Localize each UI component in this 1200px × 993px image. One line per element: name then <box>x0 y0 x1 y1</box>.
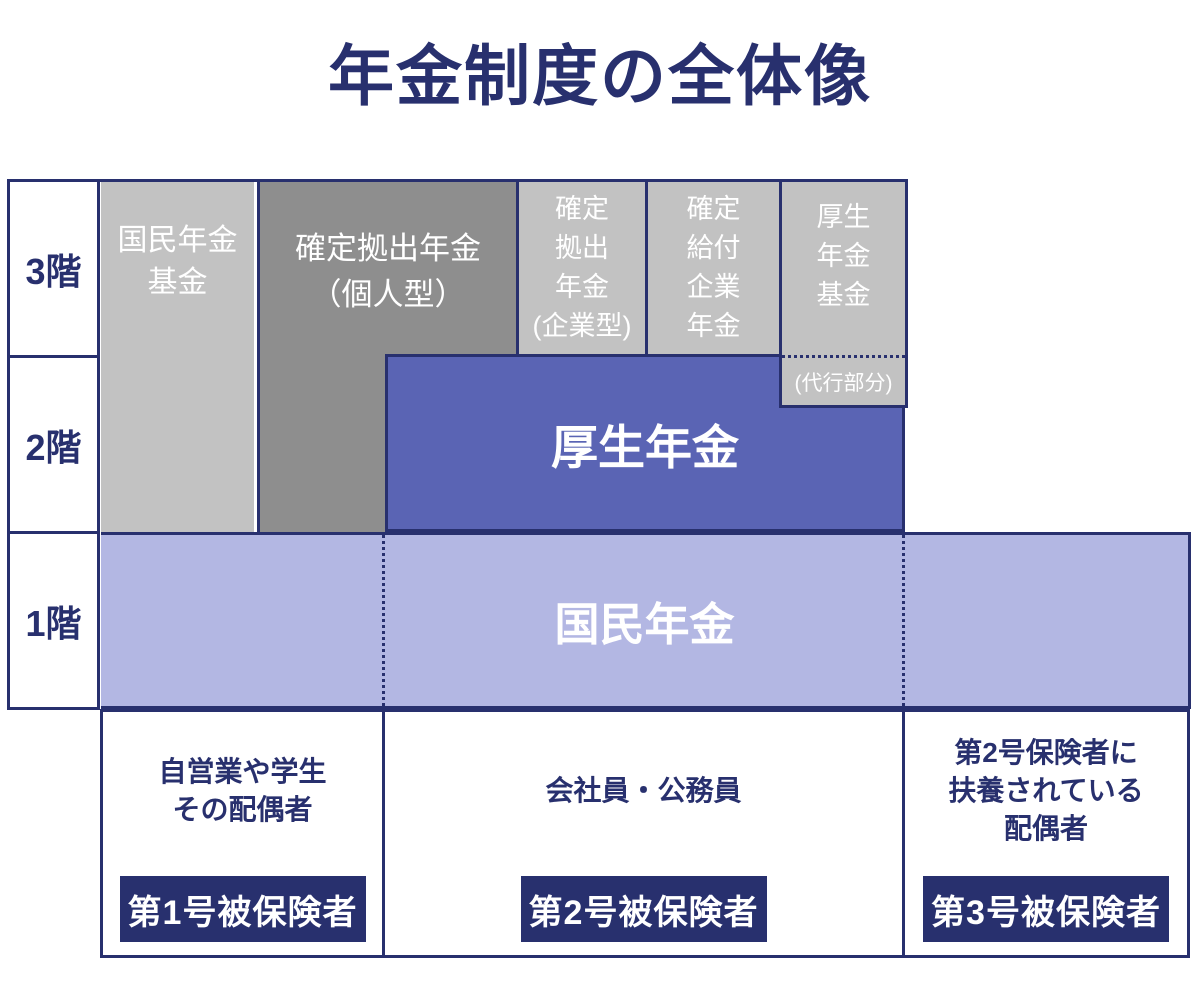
box-label-line: 厚生 <box>816 202 871 232</box>
box-label-line: 基金 <box>816 280 871 310</box>
kosei-nenkin-label: 厚生年金 <box>551 420 739 474</box>
dotted-divider <box>902 535 905 706</box>
box-label-line: 確定拠出年金 <box>295 231 481 266</box>
description-line: その配偶者 <box>172 794 313 825</box>
category-description: 会社員・公務員 <box>545 712 741 870</box>
box-label-line: 年金 <box>555 272 609 302</box>
box-label-line: （個人型） <box>310 277 466 312</box>
table-top-border <box>7 179 908 182</box>
floor-label-2f: 2階 <box>10 355 97 531</box>
box-label-line: 基金 <box>147 266 208 299</box>
floor-label-1f: 1階 <box>10 531 97 707</box>
category-section-1: 自営業や学生 その配偶者 第1号被保険者 <box>100 709 385 958</box>
box-label-line: 国民年金 <box>117 224 238 257</box>
dotted-divider <box>382 535 385 706</box>
insured-type-badge: 第3号被保険者 <box>923 876 1169 942</box>
description-line: 第2号保険者に <box>954 737 1138 768</box>
box-label-line: 年金 <box>816 241 871 271</box>
floor-label-column: 3階 2階 1階 <box>7 179 100 710</box>
box-label-line: 企業 <box>686 272 741 302</box>
description-line: 扶養されている <box>948 775 1144 806</box>
row-kokumin-nenkin: 国民年金 <box>101 532 1191 709</box>
floor-label-3f: 3階 <box>25 250 82 292</box>
kokumin-nenkin-label: 国民年金 <box>554 599 735 650</box>
box-label-line: (企業型) <box>532 311 632 341</box>
box-label-line: 確定 <box>686 194 741 224</box>
category-description: 自営業や学生 その配偶者 <box>158 712 326 870</box>
box-label-line: 拠出 <box>555 233 609 263</box>
page-title: 年金制度の全体像 <box>328 39 872 113</box>
box-kakutei-kyufu-kigyo: 確定 給付 企業 年金 <box>648 179 779 356</box>
description-line: 会社員・公務員 <box>545 775 742 806</box>
box-kakutei-kyoshutsu-kigyo: 確定 拠出 年金 (企業型) <box>516 179 648 356</box>
box-kosei-nenkin-kikin: 厚生 年金 基金 (代行部分) <box>779 179 908 408</box>
description-line: 自営業や学生 <box>158 756 327 787</box>
category-section-2: 会社員・公務員 第2号被保険者 <box>385 709 905 958</box>
category-section-3: 第2号保険者に 扶養されている 配偶者 第3号被保険者 <box>905 709 1190 958</box>
box-label-line: 確定 <box>555 194 609 224</box>
insured-type-badge: 第1号被保険者 <box>119 876 366 942</box>
kosei-nenkin-kikin-label: 厚生 年金 基金 <box>782 182 905 358</box>
box-label-line: 年金 <box>686 311 741 341</box>
box-kokumin-nenkin-kikin: 国民年金 基金 <box>101 179 254 532</box>
category-description: 第2号保険者に 扶養されている 配偶者 <box>948 712 1143 870</box>
insured-type-badge: 第2号被保険者 <box>520 876 767 942</box>
box-label-line: 給付 <box>686 233 741 263</box>
description-line: 配偶者 <box>1003 813 1088 844</box>
daiko-bubun-label: (代行部分) <box>794 371 893 395</box>
